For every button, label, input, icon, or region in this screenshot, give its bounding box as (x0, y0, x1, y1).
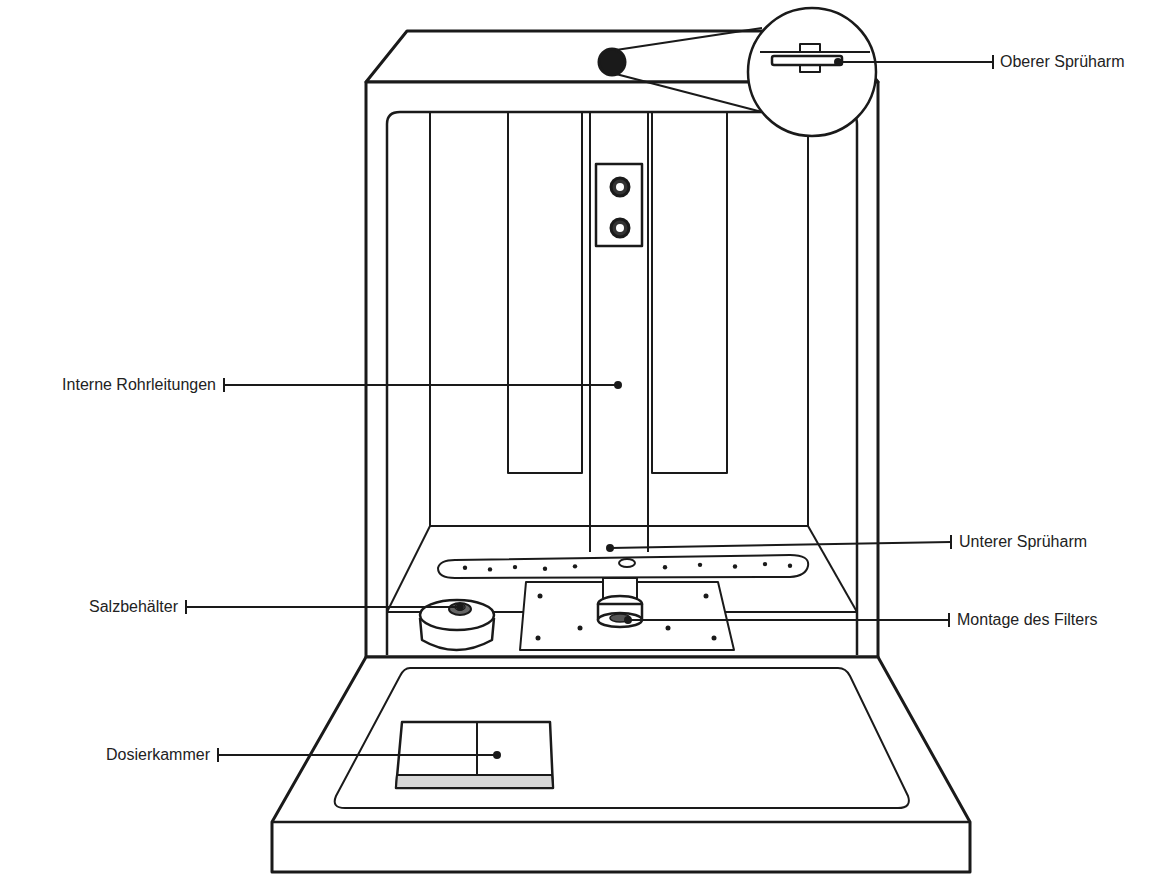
part-label: Oberer Sprüharm (1000, 52, 1125, 72)
part-label: Unterer Sprüharm (959, 532, 1087, 552)
part-label: Salzbehälter (89, 597, 178, 617)
leader-lines (186, 55, 993, 762)
part-label: Dosierkammer (106, 745, 210, 765)
part-label: Interne Rohrleitungen (62, 375, 216, 395)
part-label: Montage des Filters (957, 610, 1098, 630)
